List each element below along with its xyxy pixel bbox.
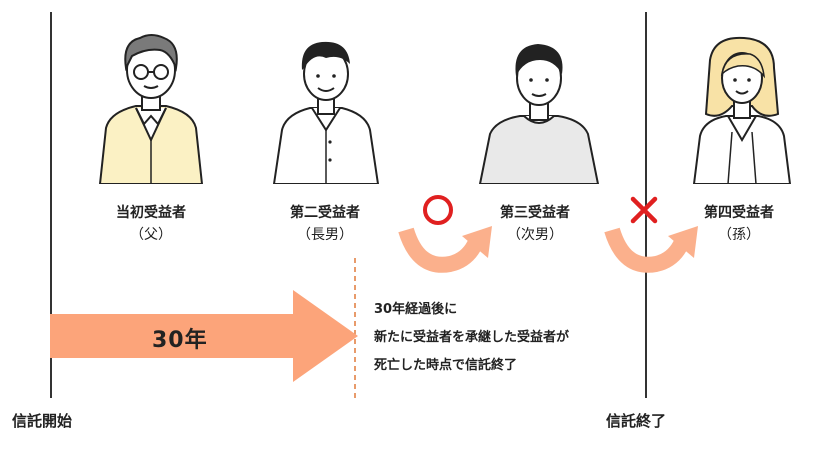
note-line-2: 新たに受益者を承継した受益者が [374, 330, 570, 345]
beneficiary-4-relation: （孫） [718, 227, 760, 243]
grandchild-illustration [692, 36, 792, 184]
thirty-year-arrow [50, 290, 358, 382]
trust-start-label: 信託開始 [12, 412, 73, 430]
transition-arrow-3-to-4 [604, 226, 698, 273]
note-line-1: 30年経過後に [374, 302, 458, 317]
beneficiary-2-role: 第二受益者 [290, 205, 360, 221]
beneficiary-1-label: 当初受益者 （父） [96, 202, 206, 246]
beneficiary-4-role: 第四受益者 [704, 205, 774, 221]
beneficiary-4-label: 第四受益者 （孫） [684, 202, 794, 246]
beneficiary-1-role: 当初受益者 [116, 205, 186, 221]
beneficiary-2-label: 第二受益者 （長男） [270, 202, 380, 246]
beneficiary-2-relation: （長男） [297, 227, 353, 243]
transition-arrow-2-to-3 [398, 226, 492, 273]
beneficiary-3-role: 第三受益者 [500, 205, 570, 221]
duration-label: 30年 [152, 328, 208, 353]
thirty-year-dashed-line [354, 258, 356, 400]
eldest-son-illustration [272, 41, 380, 184]
beneficiary-1-relation: （父） [130, 227, 172, 243]
father-illustration [98, 34, 204, 184]
beneficiary-3-relation: （次男） [507, 227, 563, 243]
beneficiary-3-label: 第三受益者 （次男） [480, 202, 590, 246]
not-allowed-cross-icon [630, 196, 658, 224]
trust-end-label: 信託終了 [606, 412, 667, 430]
second-son-illustration [478, 44, 600, 184]
termination-note: 30年経過後に 新たに受益者を承継した受益者が 死亡した時点で信託終了 [374, 296, 569, 380]
trust-start-line [50, 12, 52, 398]
note-line-3: 死亡した時点で信託終了 [374, 358, 518, 373]
allowed-circle-icon [423, 195, 453, 225]
